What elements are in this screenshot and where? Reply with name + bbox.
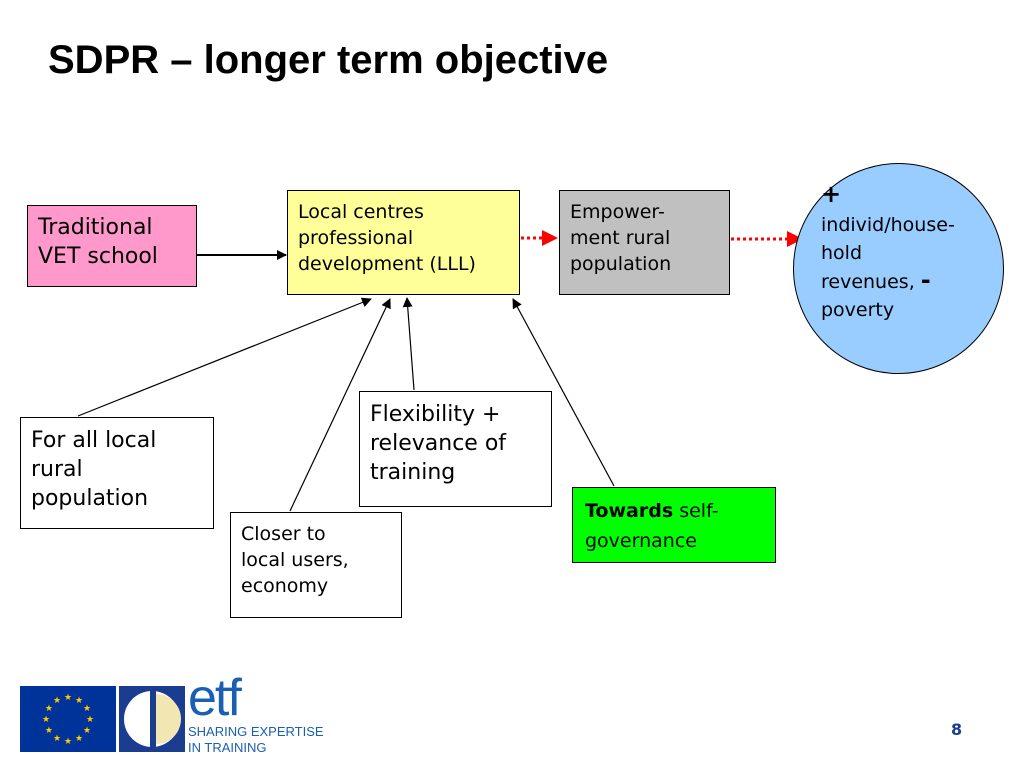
outcome-circle [793, 163, 1004, 374]
eu-star-icon: ★ [64, 693, 72, 703]
etf-logo-wordmark: etf [188, 669, 242, 727]
box-line: population [31, 486, 149, 512]
for-all-local-box: For all local rural population [20, 417, 214, 529]
box-line: Flexibility + [370, 402, 501, 427]
arrow-flex-to-local [402, 297, 415, 391]
closer-to-users-box: Closer to local users, economy [230, 512, 402, 618]
eu-star-icon: ★ [75, 696, 83, 706]
flexibility-box: Flexibility + relevance of training [359, 391, 552, 507]
box-line: ment rural [570, 227, 671, 250]
empowerment-box: Empower- ment rural population [559, 190, 730, 295]
eu-star-icon: ★ [45, 704, 53, 714]
outcome-line: individ/house- [821, 213, 955, 236]
eu-star-icon: ★ [53, 696, 61, 706]
box-line: population [570, 253, 672, 276]
box-text: self- [673, 500, 719, 522]
arrow-forall-to-local [77, 297, 372, 417]
box-line: Empower- [570, 201, 665, 223]
tagline-line: SHARING EXPERTISE [188, 724, 324, 739]
outcome-text: + individ/house- hold revenues, - povert… [821, 182, 955, 325]
box-line: relevance of [370, 431, 507, 457]
box-line: economy [241, 575, 329, 598]
box-line: professional [298, 227, 414, 250]
box-line: development (LLL) [298, 253, 476, 276]
outcome-line: poverty [821, 299, 895, 321]
box-line: Local centres [298, 201, 424, 223]
plus-sign: + [821, 180, 842, 208]
eu-star-icon: ★ [53, 734, 61, 744]
arrow-towards-to-local [512, 298, 615, 487]
page-number: 8 [951, 720, 963, 739]
eu-flag-icon: ★★★★★★★★★★★★ [20, 686, 116, 752]
outcome-line: revenues, [821, 270, 915, 293]
eu-star-icon: ★ [83, 726, 91, 736]
box-line: Traditional [38, 215, 153, 240]
eu-star-icon: ★ [83, 704, 91, 714]
tagline-line: IN TRAINING [188, 739, 267, 755]
box-line: For all local [31, 428, 157, 453]
box-line: Closer to [241, 523, 326, 545]
local-centres-box: Local centres professional development (… [287, 190, 520, 295]
box-line: governance [585, 530, 697, 553]
etf-tagline: SHARING EXPERTISE IN TRAINING [188, 724, 324, 755]
eu-star-icon: ★ [86, 715, 94, 725]
outcome-line: hold [821, 242, 863, 264]
minus-sign: - [920, 265, 931, 294]
box-line: training [370, 460, 456, 486]
eu-star-icon: ★ [75, 734, 83, 744]
eu-star-icon: ★ [64, 737, 72, 747]
box-line: rural [31, 457, 83, 483]
towards-self-governance-box: Towards self- governance [572, 487, 776, 563]
box-line: Towards self- [585, 496, 763, 526]
box-line: VET school [38, 243, 158, 269]
etf-mark-icon [119, 686, 185, 752]
page-title: SDPR – longer term objective [48, 38, 609, 82]
arrow-closer-to-local [289, 298, 391, 512]
eu-star-icon: ★ [45, 726, 53, 736]
traditional-vet-box: Traditional VET school [27, 205, 197, 287]
eu-star-icon: ★ [42, 715, 50, 725]
bold-word: Towards [585, 500, 674, 522]
box-line: local users, [241, 549, 349, 572]
